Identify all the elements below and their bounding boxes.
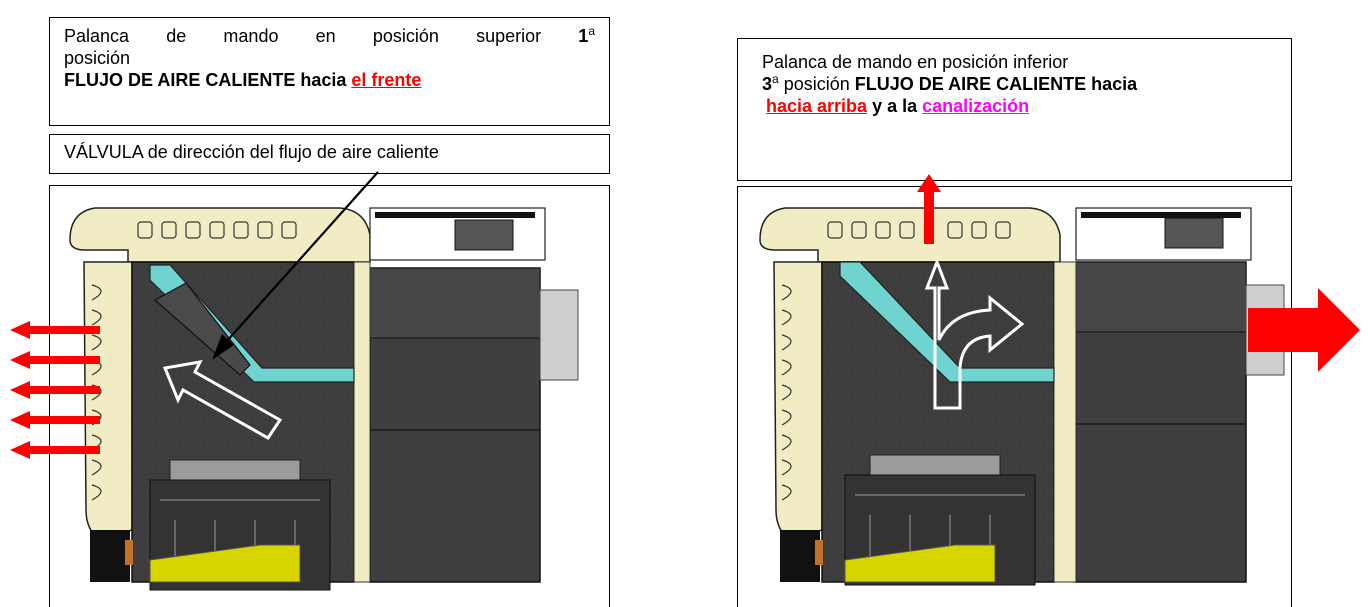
right-red-up-arrow: [917, 174, 941, 244]
left-red-arrows: [10, 321, 100, 459]
right-stove-drawing: [759, 174, 1360, 586]
valve-label: VÁLVULA de dirección del flujo de aire c…: [64, 142, 439, 162]
valve-label-box: VÁLVULA de dirección del flujo de aire c…: [49, 134, 610, 174]
canalizacion-link[interactable]: canalización: [922, 96, 1030, 116]
right-caption-line2: 3a posición FLUJO DE AIRE CALIENTE hacia: [762, 72, 1138, 94]
right-caption-line3: hacia arriba y a la canalización: [766, 96, 1030, 116]
right-caption-line1: Palanca de mando en posición inferior: [762, 52, 1069, 72]
el-frente-link[interactable]: el frente: [351, 70, 422, 90]
hacia-arriba-link[interactable]: hacia arriba: [766, 96, 868, 116]
left-caption-box: Palanca de mando en posición superior 1a…: [49, 17, 610, 126]
left-caption-line2: posición: [64, 48, 131, 68]
right-red-big-arrow: [1248, 288, 1360, 372]
left-caption-line1: Palanca de mando en posición superior 1a: [64, 24, 595, 46]
left-caption-line3: FLUJO DE AIRE CALIENTE hacia el frente: [64, 70, 422, 90]
left-valve-flap: [153, 282, 251, 376]
left-cream-side: [83, 261, 133, 541]
right-white-fork-arrow: [924, 257, 1025, 410]
left-stove-drawing: [10, 171, 579, 591]
valve-pointer-line: [225, 171, 379, 343]
right-caption-box: Palanca de mando en posición inferior 3a…: [737, 38, 1292, 181]
left-yellow-drawer: [149, 544, 301, 583]
left-white-flow-arrow: [162, 360, 283, 440]
